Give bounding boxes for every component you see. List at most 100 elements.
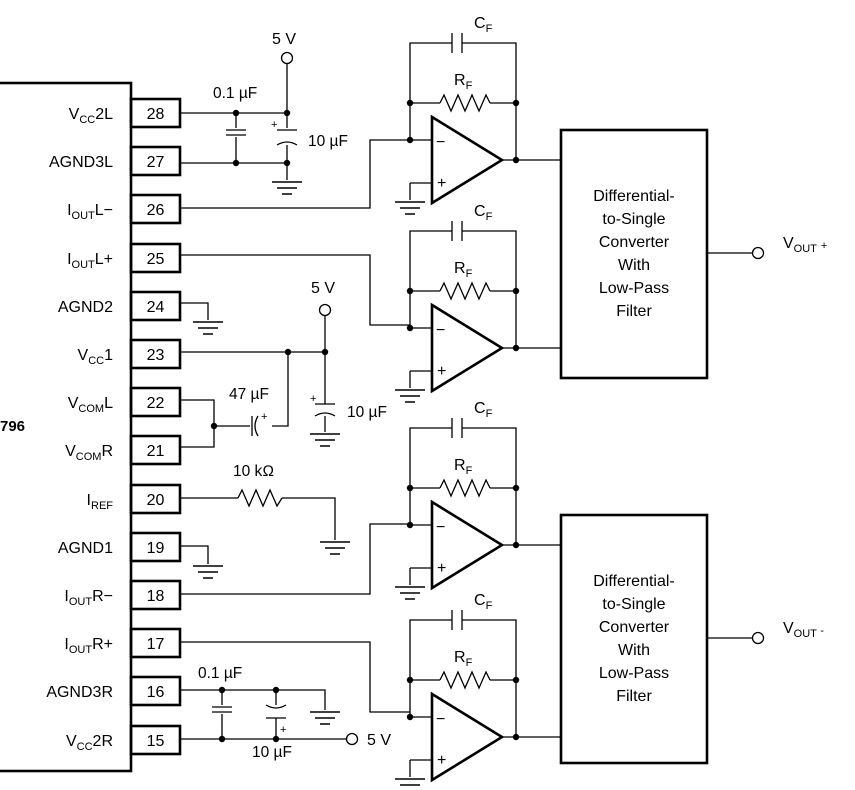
cf-label: CF bbox=[474, 400, 493, 420]
cap-label-10uf-top: 10 µF bbox=[308, 133, 348, 150]
ground-symbol bbox=[395, 586, 425, 600]
vout-negative-terminal bbox=[751, 631, 765, 645]
cap-label-10uf-middle: 10 µF bbox=[347, 404, 387, 421]
pin-box bbox=[129, 724, 182, 756]
noninverting-input-sign: + bbox=[437, 752, 446, 769]
pin-22: 22 VCOML bbox=[68, 386, 182, 418]
junction-dots bbox=[210, 109, 329, 743]
feedback-wiring bbox=[409, 427, 517, 585]
ic-pins: 28VCC2L27AGND3L26IOUTL−25IOUTL+24AGND223… bbox=[46, 97, 182, 756]
feedback-capacitor bbox=[451, 610, 463, 630]
converter-text-upper: Differential-to-SingleConverterWithLow-P… bbox=[593, 188, 675, 320]
pin-box bbox=[129, 242, 182, 274]
converter-line2: to-Single bbox=[602, 211, 665, 228]
supply-label-bottom: 5 V bbox=[367, 732, 391, 749]
converter-line4: With bbox=[618, 257, 650, 274]
pin-number: 28 bbox=[147, 106, 165, 123]
pin-number: 20 bbox=[147, 492, 165, 509]
pin-box bbox=[129, 675, 182, 707]
pin-number: 16 bbox=[147, 684, 165, 701]
converter-line1: Differential- bbox=[593, 188, 675, 205]
converter-line1: Differential- bbox=[593, 573, 675, 590]
pin-number: 27 bbox=[147, 154, 165, 171]
pin-16: 16 AGND3R bbox=[46, 675, 182, 707]
cf-label: CF bbox=[474, 15, 493, 35]
inverting-input-sign: − bbox=[436, 519, 445, 536]
converter-block-lower bbox=[516, 513, 752, 765]
cap-polarity-47uf: + bbox=[261, 411, 267, 423]
cap-label-47uf: 47 µF bbox=[229, 386, 269, 403]
noninverting-input-sign: + bbox=[437, 560, 446, 577]
pin-label: AGND1 bbox=[58, 540, 113, 557]
inverting-input-sign: − bbox=[436, 322, 445, 339]
pin-label: VCC2R bbox=[66, 733, 113, 753]
pin-number: 24 bbox=[147, 299, 165, 316]
pin-number: 22 bbox=[147, 395, 165, 412]
pin-number: 17 bbox=[147, 636, 165, 653]
converter-line3: Converter bbox=[599, 619, 670, 636]
pin-number: 18 bbox=[147, 588, 165, 605]
cap-label-0.1uf-bottom: 0.1 µF bbox=[198, 665, 242, 682]
pin-box bbox=[129, 483, 182, 515]
feedback-capacitor bbox=[451, 418, 463, 438]
pin-box bbox=[129, 627, 182, 659]
pin-21: 21 VCOMR bbox=[65, 434, 182, 466]
pin-label: IOUTL− bbox=[67, 202, 113, 222]
converter-line2: to-Single bbox=[602, 596, 665, 613]
feedback-wiring bbox=[409, 619, 517, 777]
supply-terminal-bottom bbox=[345, 732, 359, 746]
supply-terminal-middle bbox=[318, 303, 332, 317]
supply-terminal-top bbox=[280, 51, 294, 65]
pin-number: 23 bbox=[147, 347, 165, 364]
opamp-triangle bbox=[430, 691, 505, 783]
wiring bbox=[180, 60, 410, 740]
supply-label-top: 5 V bbox=[272, 31, 296, 48]
feedback-resistor bbox=[439, 670, 491, 690]
feedback-wiring bbox=[409, 42, 517, 200]
vout-positive-terminal bbox=[751, 246, 765, 260]
ic-body bbox=[0, 81, 133, 773]
ground-symbol bbox=[395, 201, 425, 215]
cf-label: CF bbox=[474, 203, 493, 223]
pin-box bbox=[129, 531, 182, 563]
pin-label: VCOML bbox=[68, 395, 113, 415]
vout-positive-label: VOUT+ bbox=[783, 235, 827, 255]
ic-part-name: 796 bbox=[0, 418, 25, 435]
resistor-label-10k: 10 kΩ bbox=[233, 463, 274, 480]
converter-line3: Converter bbox=[599, 234, 670, 251]
pin-label: VCOMR bbox=[65, 443, 113, 463]
feedback-capacitor bbox=[451, 221, 463, 241]
opamp-triangle bbox=[430, 302, 505, 394]
pin-number: 15 bbox=[147, 733, 165, 750]
pin-15: 15 VCC2R bbox=[66, 724, 182, 756]
ground-symbol bbox=[395, 778, 425, 786]
pin-label: AGND3R bbox=[46, 684, 113, 701]
inverting-input-sign: − bbox=[436, 134, 445, 151]
rf-label: RF bbox=[454, 260, 473, 280]
pin-number: 21 bbox=[147, 443, 165, 460]
pin-box bbox=[129, 386, 182, 418]
inverting-input-sign: − bbox=[436, 711, 445, 728]
cap-polarity-bottom: + bbox=[280, 724, 286, 736]
feedback-resistor bbox=[439, 478, 491, 498]
pin-box bbox=[129, 145, 182, 177]
pin-box bbox=[129, 193, 182, 225]
supply-label-middle: 5 V bbox=[311, 280, 335, 297]
pin-box bbox=[129, 338, 182, 370]
pin-box bbox=[129, 434, 182, 466]
pin-label: IOUTR− bbox=[64, 588, 113, 608]
pin-box bbox=[129, 290, 182, 322]
converter-block-upper bbox=[516, 128, 752, 380]
